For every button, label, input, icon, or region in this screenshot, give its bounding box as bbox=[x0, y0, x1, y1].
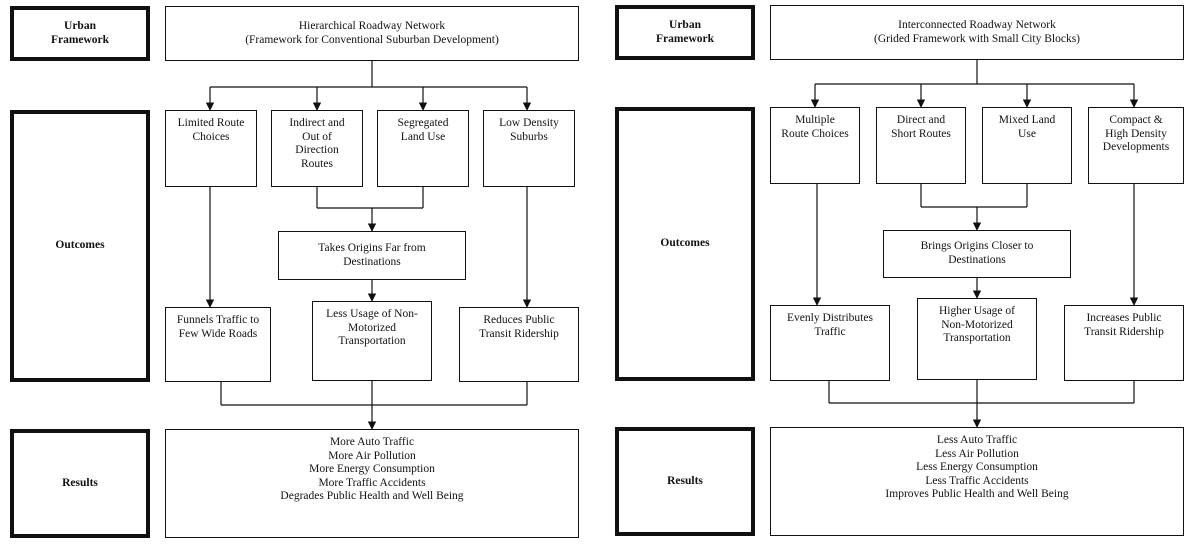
left-middle-line-2: Destinations bbox=[343, 255, 401, 268]
right-bottom-3-line-1: Increases Public bbox=[1086, 312, 1162, 324]
left-outcome-limited-route-choices: Limited Route Choices bbox=[165, 110, 257, 187]
left-urban-framework-label: Urban Framework bbox=[10, 6, 150, 61]
left-result-2: More Air Pollution bbox=[328, 449, 416, 462]
right-outcome-mixed-land-use: Mixed Land Use bbox=[982, 107, 1072, 184]
left-outcome-4-line-1: Low Density bbox=[499, 117, 559, 129]
left-outcome-low-density-suburbs: Low Density Suburbs bbox=[483, 110, 575, 187]
right-outcome-3-line-2: Use bbox=[1018, 127, 1036, 140]
right-results-label-text: Results bbox=[667, 474, 703, 487]
right-bottom-2-line-1: Higher Usage of bbox=[938, 305, 1015, 317]
left-result-1: More Auto Traffic bbox=[329, 436, 415, 448]
left-bottom-1-line-1: Funnels Traffic to bbox=[176, 314, 260, 326]
right-outcome-3-line-1: Mixed Land bbox=[998, 114, 1056, 126]
left-outcome-segregated-land-use: Segregated Land Use bbox=[377, 110, 469, 187]
left-outcome-2-line-1: Indirect and bbox=[289, 117, 345, 129]
left-outcome-2-line-4: Routes bbox=[301, 157, 333, 170]
left-less-usage-box: Less Usage of Non- Motorized Transportat… bbox=[312, 301, 432, 381]
right-outcome-1-line-1: Multiple bbox=[795, 114, 835, 126]
right-connectors bbox=[810, 60, 1139, 428]
right-bottom-2-line-2: Non-Motorized bbox=[941, 318, 1013, 331]
right-network-subtitle: (Grided Framework with Small City Blocks… bbox=[873, 32, 1081, 45]
left-outcomes-label-text: Outcomes bbox=[55, 239, 105, 252]
left-funnels-traffic-box: Funnels Traffic to Few Wide Roads bbox=[165, 307, 271, 382]
right-outcome-4-line-2: High Density bbox=[1105, 127, 1167, 140]
right-brings-origins-closer-box: Brings Origins Closer to Destinations bbox=[883, 230, 1071, 278]
right-results-label: Results bbox=[615, 427, 755, 536]
right-evenly-distributes-box: Evenly Distributes Traffic bbox=[770, 305, 890, 381]
right-framework-label-line-1: Urban bbox=[669, 18, 701, 31]
left-result-5: Degrades Public Health and Well Being bbox=[280, 490, 464, 503]
right-bottom-2-line-3: Transportation bbox=[943, 332, 1011, 345]
left-results-box: More Auto Traffic More Air Pollution Mor… bbox=[165, 429, 579, 538]
left-outcome-2-line-3: Direction bbox=[295, 144, 339, 157]
left-outcome-3-line-1: Segregated bbox=[397, 117, 449, 129]
left-outcome-1-line-1: Limited Route bbox=[177, 117, 245, 129]
right-outcome-compact-high-density: Compact & High Density Developments bbox=[1088, 107, 1184, 184]
right-outcome-2-line-1: Direct and bbox=[896, 114, 946, 126]
left-bottom-2-line-3: Transportation bbox=[338, 335, 406, 348]
right-bottom-1-line-1: Evenly Distributes bbox=[787, 312, 873, 324]
left-results-label: Results bbox=[10, 429, 150, 538]
right-higher-usage-box: Higher Usage of Non-Motorized Transporta… bbox=[917, 298, 1037, 380]
left-bottom-2-line-1: Less Usage of Non- bbox=[326, 308, 418, 320]
right-result-2: Less Air Pollution bbox=[935, 447, 1019, 460]
left-result-3: More Energy Consumption bbox=[309, 463, 435, 476]
right-network-title-box: Interconnected Roadway Network (Grided F… bbox=[770, 5, 1184, 60]
right-framework-label-line-2: Framework bbox=[655, 32, 715, 45]
right-outcome-2-line-2: Short Routes bbox=[891, 127, 951, 140]
left-outcome-1-line-2: Choices bbox=[192, 130, 230, 143]
left-outcome-4-line-2: Suburbs bbox=[510, 130, 548, 143]
left-outcomes-label: Outcomes bbox=[10, 110, 150, 382]
right-result-3: Less Energy Consumption bbox=[916, 461, 1038, 474]
right-network-title: Interconnected Roadway Network bbox=[898, 18, 1056, 31]
left-connectors bbox=[205, 61, 532, 430]
right-results-box: Less Auto Traffic Less Air Pollution Les… bbox=[770, 427, 1184, 536]
right-outcome-1-line-2: Route Choices bbox=[781, 127, 849, 140]
right-urban-framework-label: Urban Framework bbox=[615, 5, 755, 60]
left-network-title: Hierarchical Roadway Network bbox=[298, 19, 446, 32]
right-middle-line-2: Destinations bbox=[948, 254, 1006, 266]
right-outcome-4-line-3: Developments bbox=[1102, 141, 1170, 154]
left-reduces-transit-box: Reduces Public Transit Ridership bbox=[459, 307, 579, 382]
right-outcomes-label-text: Outcomes bbox=[660, 237, 710, 250]
right-middle-line-1: Brings Origins Closer to bbox=[920, 240, 1034, 253]
right-result-4: Less Traffic Accidents bbox=[925, 474, 1029, 487]
left-bottom-3-line-2: Transit Ridership bbox=[479, 327, 559, 340]
left-bottom-3-line-1: Reduces Public bbox=[483, 314, 555, 326]
left-framework-label-line-1: Urban bbox=[64, 19, 96, 32]
left-middle-line-1: Takes Origins Far from bbox=[318, 241, 426, 254]
left-outcome-indirect-routes: Indirect and Out of Direction Routes bbox=[271, 110, 363, 187]
left-outcome-2-line-2: Out of bbox=[302, 130, 332, 143]
right-bottom-3-line-2: Transit Ridership bbox=[1084, 325, 1164, 338]
left-outcome-3-line-2: Land Use bbox=[400, 130, 446, 143]
right-outcome-multiple-route-choices: Multiple Route Choices bbox=[770, 107, 860, 184]
left-result-4: More Traffic Accidents bbox=[318, 476, 426, 489]
left-framework-label-line-2: Framework bbox=[50, 33, 110, 46]
left-bottom-2-line-2: Motorized bbox=[348, 321, 396, 334]
right-outcome-4-line-1: Compact & bbox=[1109, 114, 1163, 126]
left-bottom-1-line-2: Few Wide Roads bbox=[178, 327, 258, 340]
left-network-subtitle: (Framework for Conventional Suburban Dev… bbox=[245, 33, 499, 46]
right-increases-transit-box: Increases Public Transit Ridership bbox=[1064, 305, 1184, 381]
right-result-1: Less Auto Traffic bbox=[936, 434, 1018, 446]
left-network-title-box: Hierarchical Roadway Network (Framework … bbox=[165, 6, 579, 61]
right-outcome-direct-short-routes: Direct and Short Routes bbox=[876, 107, 966, 184]
right-bottom-1-line-2: Traffic bbox=[814, 325, 846, 338]
right-outcomes-label: Outcomes bbox=[615, 107, 755, 381]
left-results-label-text: Results bbox=[62, 476, 98, 489]
left-takes-origins-far-box: Takes Origins Far from Destinations bbox=[278, 231, 466, 280]
right-result-5: Improves Public Health and Well Being bbox=[885, 488, 1069, 501]
